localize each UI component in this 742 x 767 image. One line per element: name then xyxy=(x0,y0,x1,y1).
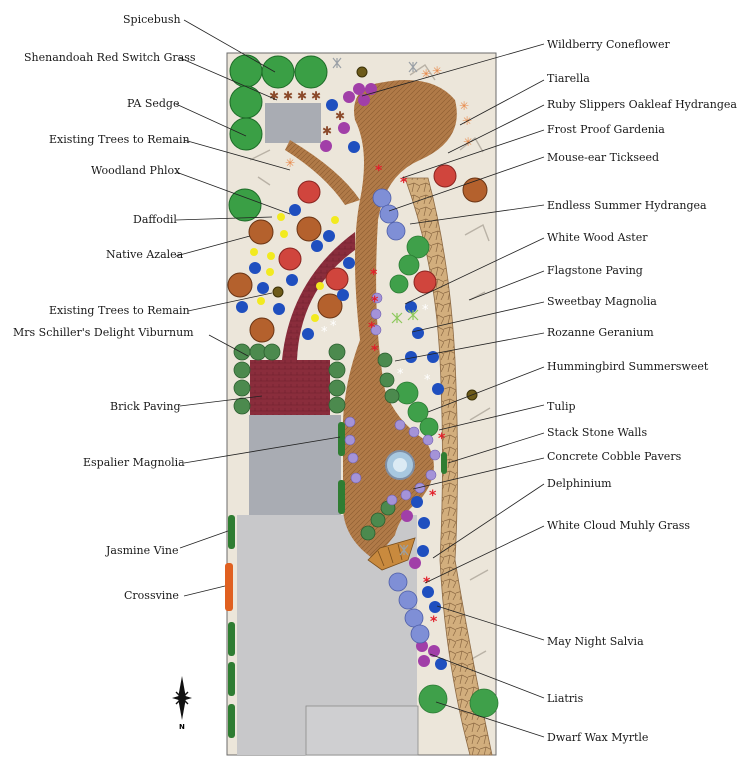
switch-grass: ✱✱✱ ✱✱✱ xyxy=(269,89,345,138)
leader-lines xyxy=(175,19,545,738)
wood-steps xyxy=(367,537,416,571)
svg-text:✱: ✱ xyxy=(269,89,279,103)
svg-text:*: * xyxy=(429,488,437,504)
purple-flowers xyxy=(320,83,440,667)
svg-text:*: * xyxy=(321,325,328,340)
native-azalea xyxy=(227,177,488,343)
svg-text:✱: ✱ xyxy=(322,124,332,138)
svg-text:*: * xyxy=(422,303,429,318)
svg-text:*: * xyxy=(370,267,378,283)
svg-text:*: * xyxy=(330,319,337,334)
label-flagstone-paving: Flagstone Paving xyxy=(547,264,643,277)
label-brick-paving: Brick Paving xyxy=(110,400,181,413)
label-wildberry-coneflower: Wildberry Coneflower xyxy=(547,38,670,51)
label-existing-trees-2: Existing Trees to Remain xyxy=(49,304,190,317)
label-tiarella: Tiarella xyxy=(547,72,590,85)
label-may-night-salvia: May Night Salvia xyxy=(547,635,644,648)
label-shenandoah-red-switch-grass: Shenandoah Red Switch Grass xyxy=(24,51,196,64)
label-jasmine-vine: Jasmine Vine xyxy=(106,544,179,557)
blue-flowers xyxy=(236,99,447,670)
main-walkway xyxy=(343,80,457,560)
endless-summer-hydrangea xyxy=(372,188,430,644)
svg-text:*: * xyxy=(368,320,376,336)
label-hummingbird-summersweet: Hummingbird Summersweet xyxy=(547,360,709,373)
label-spicebush: Spicebush xyxy=(123,13,181,26)
svg-text:✱: ✱ xyxy=(297,89,307,103)
label-daffodil: Daffodil xyxy=(133,213,177,226)
label-liatris: Liatris xyxy=(547,692,584,705)
crossvine-bar xyxy=(225,563,233,611)
svg-text:*: * xyxy=(423,575,431,591)
round-shrubs xyxy=(389,235,499,718)
label-stack-stone-walls: Stack Stone Walls xyxy=(547,426,648,439)
svg-text:*: * xyxy=(371,294,379,310)
garage-pad xyxy=(305,705,419,756)
label-woodland-phlox: Woodland Phlox xyxy=(91,164,181,177)
approach-path xyxy=(285,140,360,205)
svg-text:✳: ✳ xyxy=(432,64,442,78)
svg-text:*: * xyxy=(371,343,379,359)
daffodils xyxy=(250,213,339,322)
svg-text:*: * xyxy=(400,175,408,191)
label-espalier-magnolia: Espalier Magnolia xyxy=(83,456,185,469)
label-existing-trees-1: Existing Trees to Remain xyxy=(49,133,190,146)
label-mouse-ear-tickseed: Mouse-ear Tickseed xyxy=(547,151,660,164)
label-native-azalea: Native Azalea xyxy=(106,248,184,261)
label-white-cloud-muhly: White Cloud Muhly Grass xyxy=(547,519,691,532)
svg-text:✳: ✳ xyxy=(421,67,431,81)
svg-text:*: * xyxy=(375,163,383,179)
label-rozanne-geranium: Rozanne Geranium xyxy=(547,326,654,339)
svg-text:✱: ✱ xyxy=(311,89,321,103)
label-dwarf-wax-myrtle: Dwarf Wax Myrtle xyxy=(547,731,649,744)
svg-text:*: * xyxy=(424,373,431,388)
label-white-wood-aster: White Wood Aster xyxy=(547,231,648,244)
light-green-grass xyxy=(391,309,419,324)
label-delphinium: Delphinium xyxy=(547,477,612,490)
spicebush-cluster xyxy=(228,54,328,222)
svg-text:✱: ✱ xyxy=(283,89,293,103)
north-label: N xyxy=(179,723,185,731)
label-tulip: Tulip xyxy=(547,400,576,413)
utility-pad xyxy=(265,103,321,143)
svg-text:✳: ✳ xyxy=(285,156,295,170)
svg-text:*: * xyxy=(397,367,404,382)
espalier-hedges xyxy=(228,422,447,738)
label-crossvine: Crossvine xyxy=(124,589,179,602)
svg-text:✱: ✱ xyxy=(335,109,345,123)
north-arrow-icon xyxy=(172,676,192,720)
white-asters: *** ** xyxy=(321,303,431,388)
label-concrete-cobble-pavers: Concrete Cobble Pavers xyxy=(547,450,682,463)
red-shrubs xyxy=(278,164,457,294)
brick-path xyxy=(282,232,355,360)
rozanne-geranium xyxy=(344,292,441,506)
muhly-grass xyxy=(332,57,418,556)
label-frost-proof-gardenia: Frost Proof Gardenia xyxy=(547,123,665,136)
svg-text:*: * xyxy=(438,431,446,447)
label-pa-sedge: PA Sedge xyxy=(127,97,180,110)
patio-slab xyxy=(249,415,341,515)
brick-paving-area xyxy=(250,360,330,415)
svg-text:✳: ✳ xyxy=(459,99,469,113)
red-stars: * * * * * * * * * * xyxy=(368,163,446,630)
label-endless-summer: Endless Summer Hydrangea xyxy=(547,199,707,212)
svg-text:*: * xyxy=(430,614,438,630)
svg-text:✳: ✳ xyxy=(463,135,473,149)
label-viburnum: Mrs Schiller's Delight Viburnum xyxy=(13,326,194,339)
label-sweetbay-magnolia: Sweetbay Magnolia xyxy=(547,295,657,308)
flagstone-path xyxy=(404,177,493,756)
label-ruby-slippers: Ruby Slippers Oakleaf Hydrangea xyxy=(547,98,737,111)
